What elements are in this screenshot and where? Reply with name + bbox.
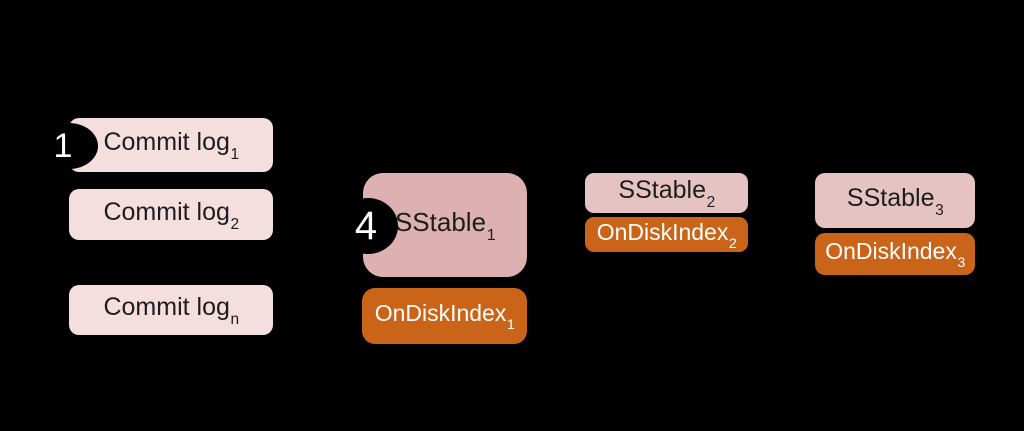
ondisk-index-2-label: OnDiskIndex2 xyxy=(596,218,737,252)
commit-log-2-box: Commit log2 xyxy=(69,189,273,240)
sstable-1-label: SStable1 xyxy=(394,207,496,245)
sstable-1-subscript: 1 xyxy=(486,226,496,245)
commit-log-n-label: Commit logn xyxy=(103,293,240,329)
commit-log-n-box: Commit logn xyxy=(69,285,273,335)
commit-log-2-subscript: 2 xyxy=(230,215,240,233)
sstable-3-label: SStable3 xyxy=(846,183,944,219)
step-4-badge: 4 xyxy=(338,198,398,254)
step-1-number: 1 xyxy=(53,127,73,165)
sstable-3-subscript: 3 xyxy=(935,201,944,219)
commit-log-2-label: Commit log2 xyxy=(103,197,240,233)
step-4-number: 4 xyxy=(354,204,378,248)
sstable-2-subscript: 2 xyxy=(706,194,716,212)
ondisk-index-1-label: OnDiskIndex1 xyxy=(374,300,515,334)
commit-log-1-box: Commit log1 xyxy=(69,118,273,172)
commit-log-1-label: Commit log1 xyxy=(103,128,240,164)
ondisk-index-1-box: OnDiskIndex1 xyxy=(362,288,527,344)
ondisk-index-3-box: OnDiskIndex3 xyxy=(815,233,975,275)
ondisk-index-3-subscript: 3 xyxy=(957,255,966,272)
sstable-2-box: SStable2 xyxy=(585,173,748,213)
sstable-2-label: SStable2 xyxy=(618,176,716,212)
ondisk-index-3-label: OnDiskIndex3 xyxy=(825,238,966,272)
ondisk-index-1-subscript: 1 xyxy=(506,317,515,334)
commit-log-1-subscript: 1 xyxy=(230,146,240,164)
ondisk-index-2-box: OnDiskIndex2 xyxy=(585,217,748,252)
commit-log-n-subscript: n xyxy=(230,311,240,329)
step-1-badge: 1 xyxy=(40,123,98,169)
ondisk-index-2-subscript: 2 xyxy=(728,235,737,252)
sstable-3-box: SStable3 xyxy=(815,173,975,228)
